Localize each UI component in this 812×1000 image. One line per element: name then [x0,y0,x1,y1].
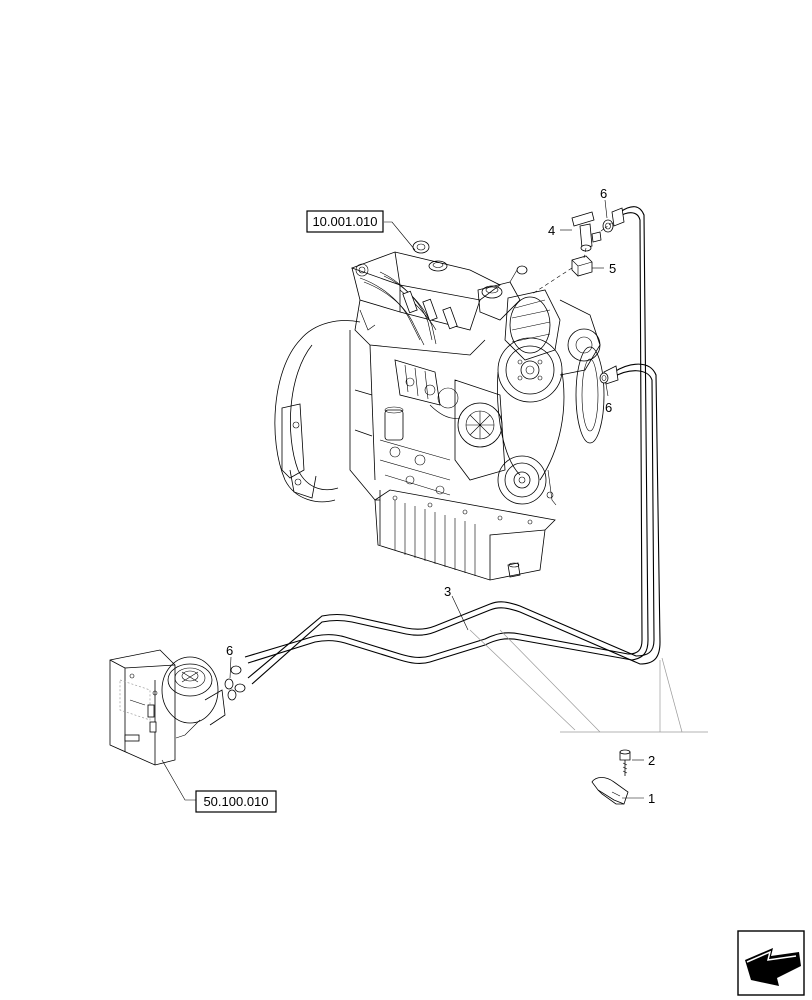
callout-3: 3 [444,584,451,599]
callout-6-heater: 6 [226,643,233,658]
engine-assembly [274,240,605,581]
callout-2: 2 [648,753,655,768]
callout-4: 4 [548,223,555,238]
callout-1: 1 [648,791,655,806]
callout-6-mid: 6 [605,400,612,415]
reference-engine-label: 10.001.010 [312,214,377,229]
clip-and-bolt [591,749,631,805]
reference-heater-label: 50.100.010 [203,794,268,809]
heater-hose-clamps [224,678,237,701]
callout-5: 5 [609,261,616,276]
callout-6-top: 6 [600,186,607,201]
previous-page-arrow-icon[interactable] [737,930,805,996]
heater-hoses [244,206,661,685]
heater-unit [109,649,246,766]
reference-heater[interactable]: 50.100.010 [195,790,277,813]
reference-engine[interactable]: 10.001.010 [306,210,384,233]
fuel-tap-assembly [531,211,614,384]
leader-lines [161,199,708,801]
